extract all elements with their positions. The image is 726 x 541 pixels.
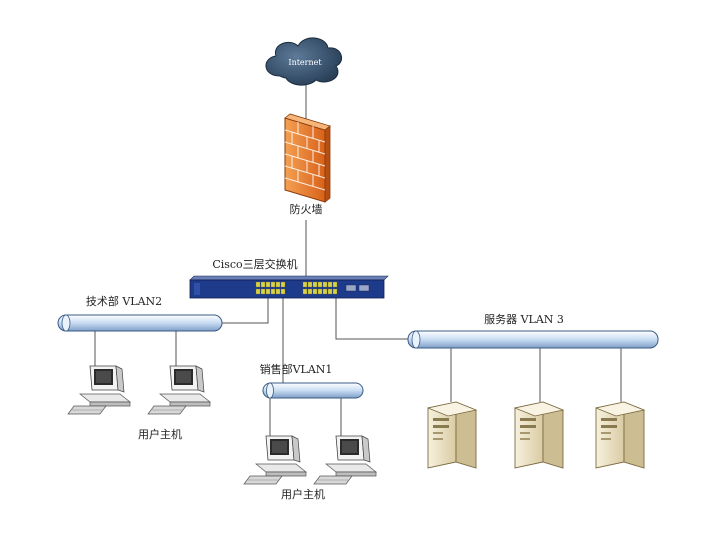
switch-label: Cisco三层交换机 [212, 257, 297, 271]
internet-label: Internet [288, 58, 322, 67]
server-3-icon [595, 401, 645, 469]
tech-vlan-bus [57, 314, 223, 332]
sales-vlan-bus [262, 382, 364, 399]
sales-hosts-label: 用户主机 [281, 487, 325, 501]
server-vlan-bus [407, 330, 659, 349]
sales-host-2-icon [313, 435, 377, 485]
switch-icon [189, 275, 389, 299]
tech-hosts-label: 用户主机 [138, 427, 182, 441]
tech-host-2-icon [147, 365, 211, 415]
server-1-icon [427, 401, 477, 469]
tech-vlan-label: 技术部 VLAN2 [86, 294, 162, 308]
connection-lines [94, 82, 622, 436]
sales-host-1-icon [243, 435, 307, 485]
server-2-icon [514, 401, 564, 469]
firewall-icon [284, 113, 331, 203]
switch-tech-vlan-link [222, 298, 269, 324]
server-vlan-label: 服务器 VLAN 3 [484, 313, 564, 326]
internet-cloud-icon: Internet [265, 37, 343, 86]
tech-host-1-icon [67, 365, 131, 415]
sales-vlan-label: 销售部VLAN1 [260, 362, 333, 376]
switch-server-vlan-link [335, 298, 410, 340]
firewall-label: 防火墙 [290, 202, 323, 216]
